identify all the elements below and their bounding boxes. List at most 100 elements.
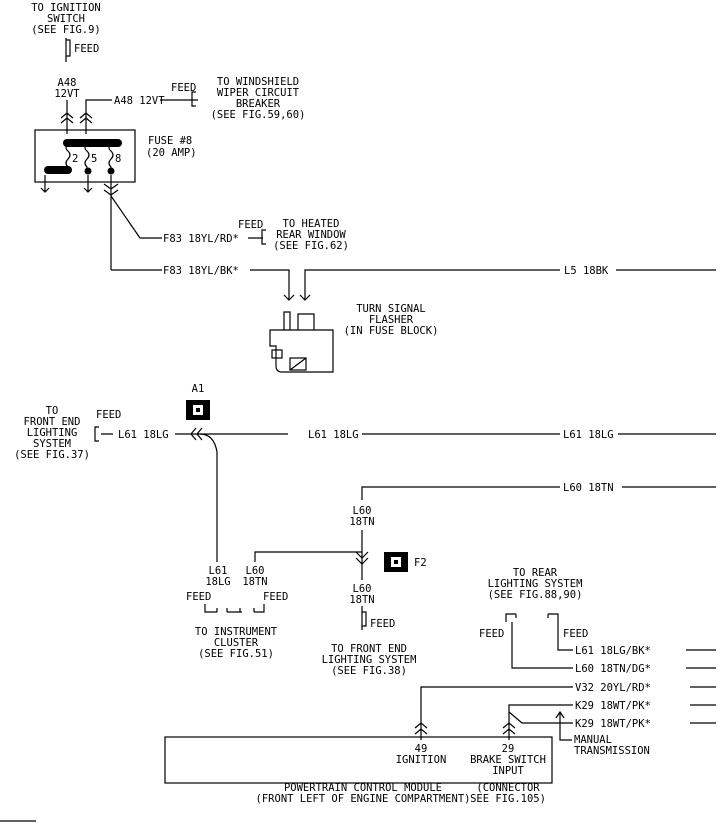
manual-trans-label-1: MANUAL: [574, 734, 612, 746]
fuse-output-connector: [103, 175, 119, 270]
ignition-feed-label: FEED: [74, 43, 99, 55]
heated-window-label-1: TO HEATED: [283, 218, 340, 230]
wiper-label-3: BREAKER: [236, 98, 281, 110]
pcm-location: (FRONT LEFT OF ENGINE COMPARTMENT): [256, 793, 471, 805]
front-end-label-3: LIGHTING: [27, 427, 78, 439]
heated-window-label-2: REAR WINDOW: [276, 229, 346, 241]
flasher-label-3: (IN FUSE BLOCK): [344, 325, 439, 337]
cluster-l61-label-1: L61: [209, 565, 228, 577]
ignition-switch-label-2: SWITCH: [47, 13, 85, 25]
l60-bot-label-1: L60: [353, 583, 372, 595]
f83-bk-label: F83 18YL/BK*: [163, 265, 239, 277]
front-end-feed-label: FEED: [96, 409, 121, 421]
pcm-connector-label-1: (CONNECTOR: [476, 782, 540, 794]
cluster-label-1: TO INSTRUMENT: [195, 626, 278, 638]
a48-label: A48: [58, 77, 77, 89]
fuse-ground-arrows: [40, 175, 93, 193]
front-end-right-label-3: (SEE FIG.38): [331, 665, 407, 677]
cluster-label-3: (SEE FIG.51): [198, 648, 274, 660]
flasher-feed-wire: [111, 269, 295, 301]
front-end-label-1: TO: [46, 405, 59, 417]
k29-label-a: K29 18WT/PK*: [575, 700, 651, 712]
cluster-feed-bracket: [204, 604, 265, 613]
ignition-switch-label-1: TO IGNITION: [31, 2, 101, 14]
l61-rear-label: L61 18LG/BK*: [575, 645, 651, 657]
l60-rear-wire: [511, 622, 716, 669]
heated-feed-label: FEED: [238, 219, 263, 231]
fuse-pin-2: 2: [72, 153, 78, 165]
l61-left-label: L61 18LG: [118, 429, 169, 441]
rear-label-2: LIGHTING SYSTEM: [488, 578, 583, 590]
manual-trans-pointer: [555, 710, 572, 741]
k29-connector: [502, 722, 516, 735]
fuse-terminal-8: [107, 167, 115, 175]
cluster-label-2: CLUSTER: [214, 637, 259, 649]
l60-bot-label-2: 18TN: [349, 594, 374, 606]
k29-wire-b: [508, 711, 716, 724]
a1-label: A1: [192, 383, 205, 395]
pcm-pin-49: 49: [415, 743, 428, 755]
turn-signal-flasher: [269, 311, 334, 373]
l5-label: L5 18BK: [564, 265, 609, 277]
rear-feed-left: FEED: [479, 628, 504, 640]
wiper-connector: [79, 112, 93, 124]
pcm-pin-29: 29: [502, 743, 515, 755]
a48-wiper-label: A48 12VT: [114, 95, 165, 107]
front-end-right-label-2: LIGHTING SYSTEM: [322, 654, 417, 666]
a48-12vt-label: 12VT: [54, 88, 80, 100]
fuse-element-2: [65, 142, 71, 170]
l61-right-label: L61 18LG: [563, 429, 614, 441]
pcm-brake-label-2: INPUT: [492, 765, 524, 777]
v32-label: V32 20YL/RD*: [575, 682, 651, 694]
wiper-label-1: TO WINDSHIELD: [217, 76, 299, 88]
wiper-feed-label: FEED: [171, 82, 196, 94]
l60-front-end-feed: [361, 606, 367, 630]
l60-rear-label: L60 18TN/DG*: [575, 663, 651, 675]
l60-front-end-feed-label: FEED: [370, 618, 395, 630]
fuse-rating: (20 AMP): [146, 147, 197, 159]
rear-feed-right: FEED: [563, 628, 588, 640]
l61-mid-label: L61 18LG: [308, 429, 359, 441]
flasher-label-1: TURN SIGNAL: [356, 303, 426, 315]
wiper-label-4: (SEE FIG.59,60): [211, 109, 306, 121]
front-end-right-label-1: TO FRONT END: [331, 643, 407, 655]
l60-top-label-2: 18TN: [349, 516, 374, 528]
wiper-label-2: WIPER CIRCUIT: [217, 87, 300, 99]
k29-label-b: K29 18WT/PK*: [575, 718, 651, 730]
front-end-label-4: SYSTEM: [33, 438, 71, 450]
rear-label-3: (SEE FIG.88,90): [488, 589, 583, 601]
v32-connector: [414, 722, 428, 735]
heated-window-wire: [110, 195, 266, 245]
cluster-l61-label-2: 18LG: [205, 576, 230, 588]
fuse-terminal-5: [84, 167, 92, 175]
front-end-label-5: (SEE FIG.37): [14, 449, 90, 461]
heated-window-label-3: (SEE FIG.62): [273, 240, 349, 252]
ignition-switch-label-3: (SEE FIG.9): [31, 24, 101, 36]
rear-label-1: TO REAR: [513, 567, 558, 579]
ignition-feed-wire: [65, 38, 71, 62]
pcm-connector-label-2: SEE FIG.105): [470, 793, 546, 805]
l60-main-wire: [361, 486, 716, 500]
cluster-l60-label-1: L60: [246, 565, 265, 577]
l61-rear-wire: [557, 622, 716, 651]
front-end-feed-bracket: [94, 426, 113, 442]
manual-trans-label-2: TRANSMISSION: [574, 745, 650, 757]
fuse-box: [34, 129, 136, 183]
cluster-l60-label-2: 18TN: [242, 576, 267, 588]
l60-top-label-1: L60: [353, 505, 372, 517]
pcm-box: [164, 736, 553, 784]
l60-connector: [355, 551, 369, 565]
fuse-pin-8: 8: [115, 153, 121, 165]
fuse-name: FUSE #8: [148, 135, 192, 147]
fuse-element-8: [108, 142, 114, 170]
pcm-title: POWERTRAIN CONTROL MODULE: [284, 782, 442, 794]
wiper-wire: [85, 91, 198, 134]
fuse-element-5: [84, 142, 90, 170]
l60-vertical-wire: [254, 530, 363, 580]
l61-cluster-wire: [199, 433, 218, 562]
front-end-label-2: FRONT END: [24, 416, 81, 428]
rear-feed-bracket: [505, 613, 559, 622]
f2-label: F2: [414, 557, 427, 569]
fuse-pin-5: 5: [91, 153, 97, 165]
